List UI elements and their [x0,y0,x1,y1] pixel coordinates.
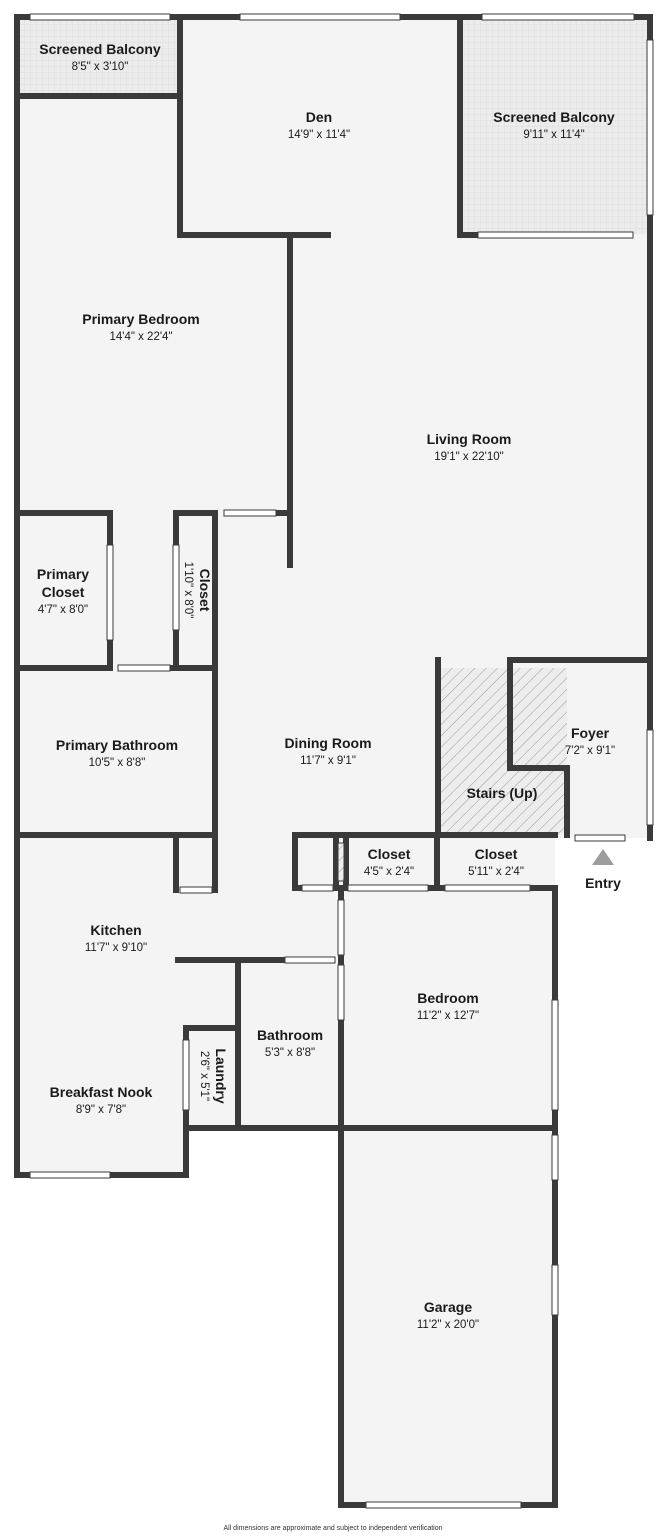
room-bedroom: Bedroom 11'2" x 12'7" [417,990,479,1022]
room-name: Dining Room [284,735,371,751]
room-dims: 19'1" x 22'10" [434,451,503,463]
closet-hatch [337,842,345,882]
room-name: Foyer [571,725,610,741]
room-name: Kitchen [90,922,141,938]
room-dims: 11'2" x 12'7" [417,1010,479,1022]
room-name: Stairs (Up) [467,785,538,801]
room-closet-a: Closet 4'5" x 2'4" [364,846,414,878]
room-name: Screened Balcony [39,41,161,57]
room-primary-bedroom: Primary Bedroom 14'4" x 22'4" [82,311,199,343]
room-dims: 5'3" x 8'8" [265,1047,315,1059]
room-name: Bathroom [257,1027,323,1043]
room-kitchen: Kitchen 11'7" x 9'10" [85,922,147,954]
floor-fill [17,17,650,1505]
room-dims: 8'9" x 7'8" [76,1104,126,1116]
room-dims: 11'7" x 9'10" [85,942,147,954]
room-foyer: Foyer 7'2" x 9'1" [565,725,615,757]
room-dims: 10'5" x 8'8" [89,757,146,769]
room-name: Closet [475,846,518,862]
room-screened-balcony-left: Screened Balcony 8'5" x 3'10" [39,41,161,73]
room-living-room: Living Room 19'1" x 22'10" [427,431,512,463]
footer-note: All dimensions are approximate and subje… [223,1525,442,1532]
room-laundry: Laundry 2'6" x 5'1" [198,1048,229,1103]
room-dims: 11'7" x 9'1" [300,755,356,767]
room-dims: 8'5" x 3'10" [72,61,129,73]
door-openings [106,509,626,1111]
room-name: Living Room [427,431,512,447]
room-breakfast-nook: Breakfast Nook 8'9" x 7'8" [50,1084,153,1116]
room-name: Bedroom [417,990,478,1006]
room-screened-balcony-right: Screened Balcony 9'11" x 11'4" [493,109,615,141]
room-name: Primary Bedroom [82,311,199,327]
room-bathroom: Bathroom 5'3" x 8'8" [257,1027,323,1059]
windows [29,13,654,1509]
entry-marker-icon [592,849,614,865]
balcony-left-floor [20,20,177,95]
room-name: Den [306,109,332,125]
room-dims: 4'5" x 2'4" [364,866,414,878]
room-stairs: Stairs (Up) [467,785,538,801]
room-name: Laundry [213,1048,229,1103]
room-name: Screened Balcony [493,109,615,125]
room-dining-room: Dining Room 11'7" x 9'1" [284,735,371,767]
room-dims: 1'10" x 8'0" [182,562,194,619]
room-dims: 9'11" x 11'4" [523,129,584,141]
room-primary-closet: Primary Closet 4'7" x 8'0" [37,566,89,616]
room-name-line1: Primary [37,566,89,582]
entry-label: Entry [585,875,621,891]
room-name-line2: Closet [42,584,85,600]
room-dims: 4'7" x 8'0" [38,604,88,616]
room-name: Garage [424,1299,472,1315]
room-name: Primary Bathroom [56,737,178,753]
room-closet-b: Closet 5'11" x 2'4" [468,846,524,878]
stairs-hatch [440,668,567,834]
room-dims: 11'2" x 20'0" [417,1319,479,1331]
room-dims: 2'6" x 5'1" [198,1051,210,1101]
room-dims: 14'4" x 22'4" [109,331,172,343]
room-closet-vertical: Closet 1'10" x 8'0" [182,562,213,619]
room-primary-bathroom: Primary Bathroom 10'5" x 8'8" [56,737,178,769]
room-den: Den 14'9" x 11'4" [288,109,350,141]
room-name: Breakfast Nook [50,1084,153,1100]
room-name: Closet [197,569,213,612]
room-dims: 5'11" x 2'4" [468,866,524,878]
balcony-right-floor [462,20,649,234]
room-garage: Garage 11'2" x 20'0" [417,1299,479,1331]
room-dims: 7'2" x 9'1" [565,745,615,757]
room-name: Closet [368,846,411,862]
room-dims: 14'9" x 11'4" [288,129,350,141]
